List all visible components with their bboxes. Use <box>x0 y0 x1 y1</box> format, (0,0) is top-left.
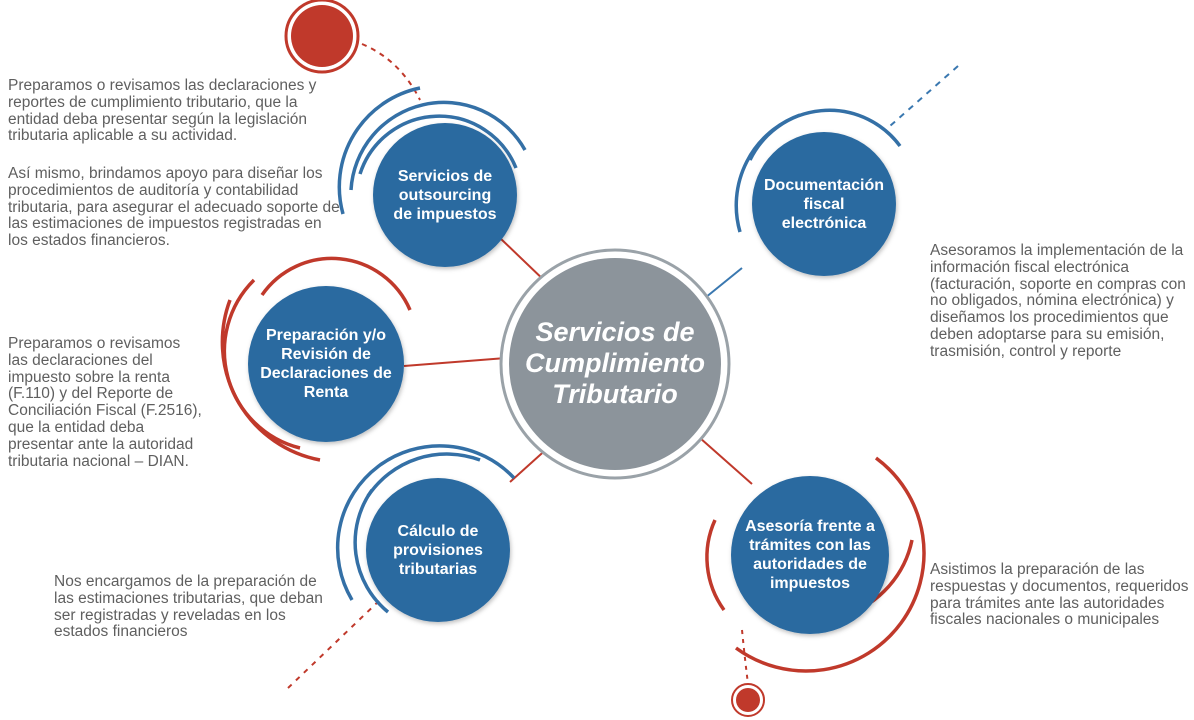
rings-renta <box>220 256 412 462</box>
node-label-asesoria: Asesoría frente a trámites con las autor… <box>745 518 875 592</box>
node-label-provisiones: Cálculo de provisiones tributarias <box>393 522 483 578</box>
desc-outsourcing-1: Preparamos o revisamos las declaraciones… <box>8 77 317 145</box>
connector-asesoria <box>699 437 753 485</box>
desc-documentacion: Asesoramos la implementación de la infor… <box>930 242 1186 360</box>
node-label-outsourcing: Servicios de outsourcing de impuestos <box>393 167 497 223</box>
connector-renta <box>403 357 507 367</box>
node-provisiones <box>366 478 510 622</box>
node-label-documentacion: Documentación fiscal electrónica <box>763 176 884 232</box>
dotted-tail-top <box>361 43 421 101</box>
rings-outsourcing <box>337 86 527 215</box>
dotted-tail-bottom <box>741 629 749 685</box>
node-asesoria <box>731 476 889 634</box>
dotted-tail-top-right <box>889 65 959 127</box>
center-node <box>499 248 731 480</box>
desc-provisiones: Nos encargamos de la preparación de las … <box>54 573 323 641</box>
decorative-dot-bottom <box>731 683 765 717</box>
desc-renta: Preparamos o revisamos las declaraciones… <box>8 335 202 470</box>
node-renta <box>248 286 404 442</box>
desc-outsourcing-2: Así mismo, brindamos apoyo para diseñar … <box>8 165 340 250</box>
rings-provisiones <box>335 444 516 614</box>
node-outsourcing <box>373 123 517 267</box>
node-documentacion <box>752 132 896 276</box>
node-label-renta: Preparación y/o Revisión de Declaracione… <box>260 327 392 401</box>
decorative-dot-top <box>284 0 360 74</box>
desc-asesoria: Asistimos la preparación de las respuest… <box>930 561 1189 629</box>
rings-documentacion <box>734 108 902 233</box>
center-title: Servicios de Cumplimiento Tributario <box>525 316 705 409</box>
